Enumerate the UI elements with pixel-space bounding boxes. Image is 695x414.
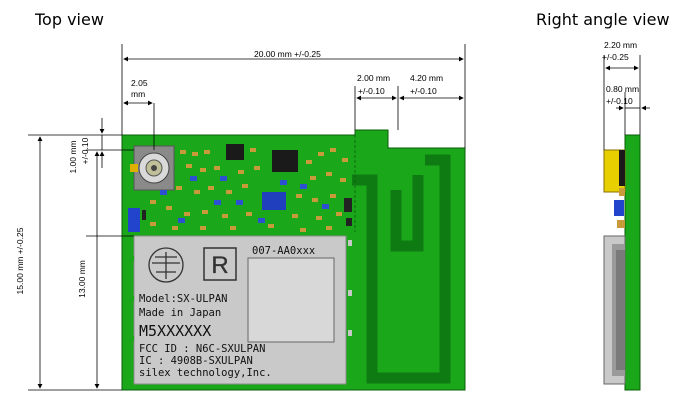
shield-can: R	[128, 235, 347, 385]
dim-shield-height: 13.00 mm	[77, 260, 87, 298]
dim-antenna-offset-unit: mm	[131, 89, 146, 99]
shield-label-area	[247, 257, 335, 343]
blue-part	[128, 208, 140, 232]
dim-right-width-tol: +/-0.10	[410, 86, 437, 96]
smd-components	[128, 144, 352, 336]
rf-chip	[272, 150, 298, 172]
label-maker: silex technology,Inc.	[139, 367, 272, 379]
dim-thickness-value: 2.20 mm	[604, 40, 638, 50]
dim-right-width-value: 4.20 mm	[410, 73, 444, 83]
right-view-title: Right angle view	[536, 10, 670, 29]
dim-width-total: 20.00 mm +/-0.25	[254, 49, 321, 59]
svg-text:R: R	[211, 252, 228, 279]
crystal	[262, 192, 286, 210]
dim-notch-width-tol: +/-0.10	[358, 86, 385, 96]
label-origin: Made in Japan	[139, 307, 221, 319]
small-chip	[226, 144, 244, 160]
dim-pcb-tol: +/-0.10	[606, 96, 633, 106]
side-view	[603, 134, 641, 391]
label-serial: M5XXXXXX	[139, 322, 211, 340]
dim-top-offset-value: 1.00 mm	[68, 140, 78, 174]
antenna-trace	[352, 154, 451, 384]
r-mark: R	[203, 247, 237, 281]
label-fcc: FCC ID : N6C-SXULPAN	[139, 343, 265, 355]
dim-pcb-value: 0.80 mm	[606, 84, 640, 94]
dim-height-total: 15.00 mm +/-0.25	[15, 227, 25, 295]
dim-notch-width-value: 2.00 mm	[357, 73, 391, 83]
top-view-title: Top view	[35, 10, 104, 29]
telec-logo	[148, 247, 184, 283]
dim-thickness-tol: +/-0.25	[602, 52, 629, 62]
label-model: Model:SX-ULPAN	[139, 293, 228, 305]
label-ic: IC : 4908B-SXULPAN	[139, 355, 253, 367]
dimension-lines	[28, 44, 466, 391]
label-part-code: 007-AA0xxx	[252, 245, 315, 257]
dim-top-offset-tol: +/-0.10	[80, 137, 90, 165]
dim-antenna-offset-value: 2.05	[131, 78, 148, 88]
side-dimension-lines	[603, 55, 650, 150]
